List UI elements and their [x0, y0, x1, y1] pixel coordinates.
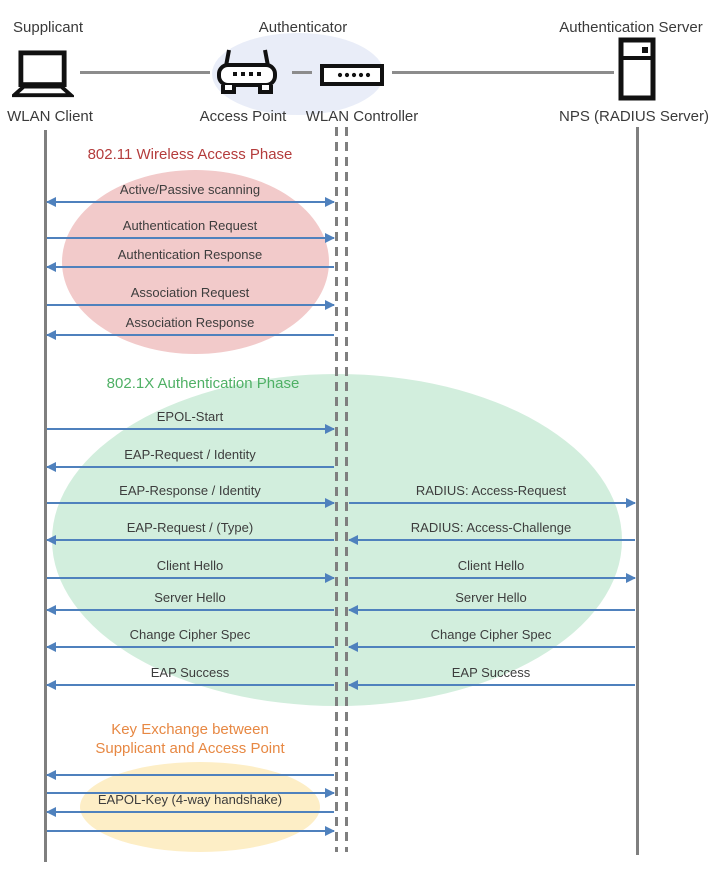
message-label: EAP-Response / Identity [119, 483, 261, 498]
role-label-authenticator: Authenticator [258, 19, 348, 36]
arrowhead-right-icon [325, 498, 335, 508]
arrowhead-left-icon [46, 197, 56, 207]
lifeline-wlan-client [44, 130, 47, 862]
connector-client-to-ap [80, 71, 210, 74]
phase-title-key-exchange-line2: Supplicant and Access Point [95, 740, 285, 757]
message-label: Association Request [130, 285, 250, 300]
message-arrow-line [47, 334, 334, 336]
message-arrow-line [349, 646, 635, 648]
arrowhead-right-icon [626, 498, 636, 508]
arrowhead-left-icon [348, 535, 358, 545]
arrowhead-left-icon [46, 462, 56, 472]
message-arrow-line [47, 237, 334, 239]
message-arrow-line [349, 502, 635, 504]
arrowhead-left-icon [46, 535, 56, 545]
message-arrow-line [349, 609, 635, 611]
arrowhead-left-icon [348, 605, 358, 615]
arrowhead-left-icon [348, 680, 358, 690]
lifeline-wlan-controller-right [345, 127, 348, 852]
node-label-wlan-controller: WLAN Controller [305, 108, 419, 125]
arrowhead-left-icon [46, 807, 56, 817]
message-arrow-line [47, 811, 334, 813]
message-label: Change Cipher Spec [430, 627, 552, 642]
message-arrow-line [47, 646, 334, 648]
message-label: EAP-Request / Identity [124, 447, 256, 462]
phase-title-key-exchange-line1: Key Exchange between [111, 721, 269, 738]
message-arrow-line [47, 304, 334, 306]
message-arrow-line [47, 609, 334, 611]
arrowhead-right-icon [325, 197, 335, 207]
arrowhead-right-icon [325, 826, 335, 836]
message-arrow-line [47, 684, 334, 686]
message-arrow-line [47, 266, 334, 268]
connector-controller-to-server [392, 71, 614, 74]
message-arrow-line [349, 577, 635, 579]
message-label: Server Hello [154, 590, 226, 605]
message-label: EAP Success [150, 665, 230, 680]
message-arrow-line [47, 502, 334, 504]
connector-ap-to-controller [292, 71, 312, 74]
message-arrow-line [47, 201, 334, 203]
arrowhead-right-icon [325, 300, 335, 310]
message-arrow-line [47, 466, 334, 468]
message-label: Association Response [125, 315, 255, 330]
message-label: EAP-Request / (Type) [126, 520, 254, 535]
arrowhead-left-icon [46, 262, 56, 272]
arrowhead-right-icon [626, 573, 636, 583]
message-label: EAPOL-Key (4-way handshake) [97, 792, 283, 807]
wireless-access-phase-ellipse [62, 170, 329, 354]
message-arrow-line [47, 577, 334, 579]
message-arrow-line [349, 539, 635, 541]
phase-title-wireless-access: 802.11 Wireless Access Phase [87, 146, 293, 163]
message-label: Change Cipher Spec [129, 627, 251, 642]
arrowhead-right-icon [325, 424, 335, 434]
message-arrow-line [47, 428, 334, 430]
message-label: Server Hello [455, 590, 527, 605]
server-icon [618, 37, 656, 101]
node-label-wlan-client: WLAN Client [7, 108, 93, 125]
message-arrow-line [47, 539, 334, 541]
arrowhead-right-icon [325, 788, 335, 798]
message-label: Authentication Request [122, 218, 258, 233]
message-label: EAP Success [451, 665, 531, 680]
wlan-controller-icon [320, 64, 384, 86]
message-label: Client Hello [156, 558, 224, 573]
access-point-icon [217, 49, 277, 94]
node-label-nps-radius-server: NPS (RADIUS Server) [558, 108, 710, 125]
arrowhead-left-icon [46, 642, 56, 652]
message-label: Client Hello [457, 558, 525, 573]
lifeline-nps-server [636, 127, 639, 855]
key-exchange-phase-ellipse [80, 762, 320, 852]
role-label-supplicant: Supplicant [13, 19, 84, 36]
node-label-access-point: Access Point [199, 108, 287, 125]
message-label: EPOL-Start [156, 409, 224, 424]
message-arrow-line [47, 774, 334, 776]
arrowhead-left-icon [46, 770, 56, 780]
arrowhead-right-icon [325, 573, 335, 583]
arrowhead-right-icon [325, 233, 335, 243]
arrowhead-left-icon [46, 605, 56, 615]
message-label: Authentication Response [117, 247, 263, 262]
message-arrow-line [47, 792, 334, 794]
arrowhead-left-icon [46, 330, 56, 340]
role-label-authentication-server: Authentication Server [559, 19, 703, 36]
lifeline-wlan-controller-left [335, 127, 338, 852]
laptop-icon [12, 50, 74, 98]
phase-title-dot1x-auth: 802.1X Authentication Phase [106, 375, 300, 392]
arrowhead-left-icon [348, 642, 358, 652]
message-label: RADIUS: Access-Challenge [410, 520, 572, 535]
message-label: RADIUS: Access-Request [415, 483, 567, 498]
message-arrow-line [349, 684, 635, 686]
arrowhead-left-icon [46, 680, 56, 690]
message-arrow-line [47, 830, 334, 832]
message-label: Active/Passive scanning [119, 182, 261, 197]
